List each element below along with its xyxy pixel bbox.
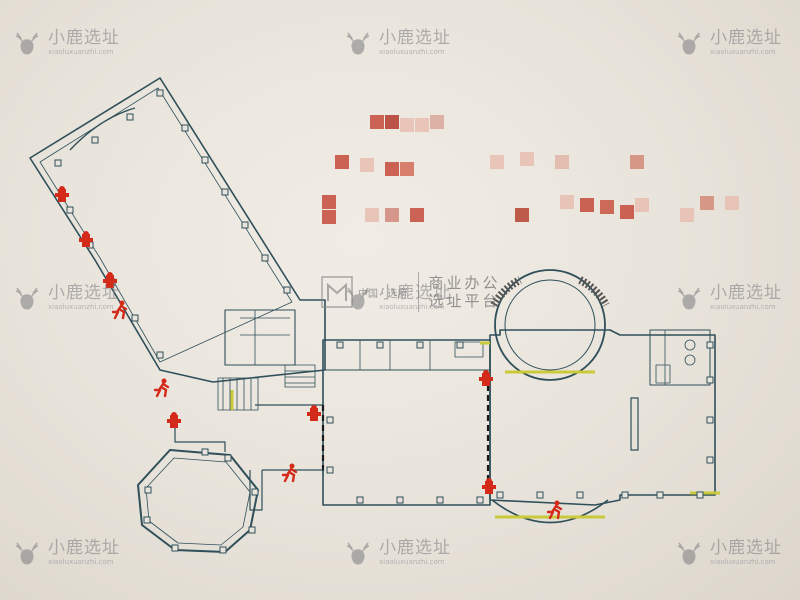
column-marker: [248, 526, 256, 534]
fire-hydrant-icon: [307, 405, 321, 427]
mosaic-cell: [400, 162, 414, 176]
mosaic-cell: [385, 208, 399, 222]
mosaic-cell: [370, 115, 384, 129]
mosaic-cell: [335, 155, 349, 169]
column-marker: [476, 496, 484, 504]
column-marker: [356, 496, 364, 504]
mosaic-cell: [400, 118, 414, 132]
brand-divider: [417, 272, 419, 312]
column-marker: [283, 286, 291, 294]
mosaic-cell: [322, 210, 336, 224]
emergency-exit-icon: [152, 378, 172, 402]
column-marker: [576, 491, 584, 499]
column-marker: [251, 488, 259, 496]
mosaic-cell: [385, 162, 399, 176]
mosaic-cell: [385, 115, 399, 129]
column-marker: [261, 254, 269, 262]
mosaic-cell: [600, 200, 614, 214]
brand-panel: 中国 · 选府 商业办公 选址平台: [320, 272, 501, 312]
column-marker: [143, 516, 151, 524]
column-marker: [326, 416, 334, 424]
column-marker: [224, 454, 232, 462]
mosaic-cell: [620, 205, 634, 219]
column-marker: [706, 341, 714, 349]
fire-hydrant-icon: [482, 478, 496, 500]
mosaic-cell: [360, 158, 374, 172]
mosaic-cell: [515, 208, 529, 222]
column-marker: [171, 544, 179, 552]
rotunda: [490, 269, 610, 381]
column-marker: [536, 491, 544, 499]
mosaic-cell: [700, 196, 714, 210]
column-marker: [201, 156, 209, 164]
column-marker: [496, 491, 504, 499]
fire-hydrant-icon: [103, 272, 117, 294]
north-wing-outline: [29, 77, 326, 383]
column-marker: [126, 113, 134, 121]
mosaic-cell: [560, 195, 574, 209]
mosaic-cell: [365, 208, 379, 222]
fire-hydrant-icon: [167, 412, 181, 434]
column-marker: [436, 496, 444, 504]
column-marker: [241, 221, 249, 229]
brand-small-text: 中国 · 选府: [358, 288, 408, 300]
column-marker: [396, 496, 404, 504]
column-marker: [456, 341, 464, 349]
column-marker: [706, 376, 714, 384]
mosaic-cell: [680, 208, 694, 222]
central-hall-outline: [322, 339, 491, 506]
mosaic-cell: [415, 118, 429, 132]
passage-wall: [174, 415, 226, 452]
mosaic-cell: [520, 152, 534, 166]
mosaic-cell: [410, 208, 424, 222]
column-marker: [54, 159, 62, 167]
column-marker: [416, 341, 424, 349]
column-marker: [696, 491, 704, 499]
stairs-left: [217, 377, 259, 411]
mosaic-cell: [430, 115, 444, 129]
column-marker: [66, 206, 74, 214]
seal-icon: [321, 276, 353, 308]
column-marker: [326, 466, 334, 474]
east-bar-counter: [630, 397, 639, 451]
emergency-exit-icon: [110, 300, 130, 324]
column-marker: [144, 486, 152, 494]
column-marker: [621, 491, 629, 499]
mosaic-cell: [322, 195, 336, 209]
column-marker: [201, 448, 209, 456]
column-marker: [706, 456, 714, 464]
column-marker: [376, 341, 384, 349]
brand-line-2: 选址平台: [428, 292, 501, 310]
emergency-exit-icon: [545, 500, 565, 524]
fire-hydrant-icon: [55, 186, 69, 208]
mosaic-cell: [555, 155, 569, 169]
column-marker: [181, 124, 189, 132]
stairs-center: [284, 364, 316, 388]
fire-hydrant-icon: [479, 370, 493, 392]
mosaic-cell: [580, 198, 594, 212]
emergency-exit-icon: [280, 463, 300, 487]
mosaic-cell: [630, 155, 644, 169]
entrance-arc: [69, 107, 136, 151]
service-room-block: [224, 309, 296, 366]
column-marker: [656, 491, 664, 499]
column-marker: [156, 89, 164, 97]
mosaic-cell: [635, 198, 649, 212]
column-marker: [221, 188, 229, 196]
mosaic-cell: [725, 196, 739, 210]
column-marker: [219, 546, 227, 554]
fire-hydrant-icon: [79, 231, 93, 253]
column-marker: [91, 136, 99, 144]
column-marker: [131, 314, 139, 322]
column-marker: [336, 341, 344, 349]
column-marker: [706, 416, 714, 424]
east-wing-outline: [489, 329, 716, 506]
mosaic-cell: [490, 155, 504, 169]
brand-line-1: 商业办公: [428, 274, 501, 292]
column-marker: [156, 351, 164, 359]
octagon-pavilion: [137, 449, 259, 553]
